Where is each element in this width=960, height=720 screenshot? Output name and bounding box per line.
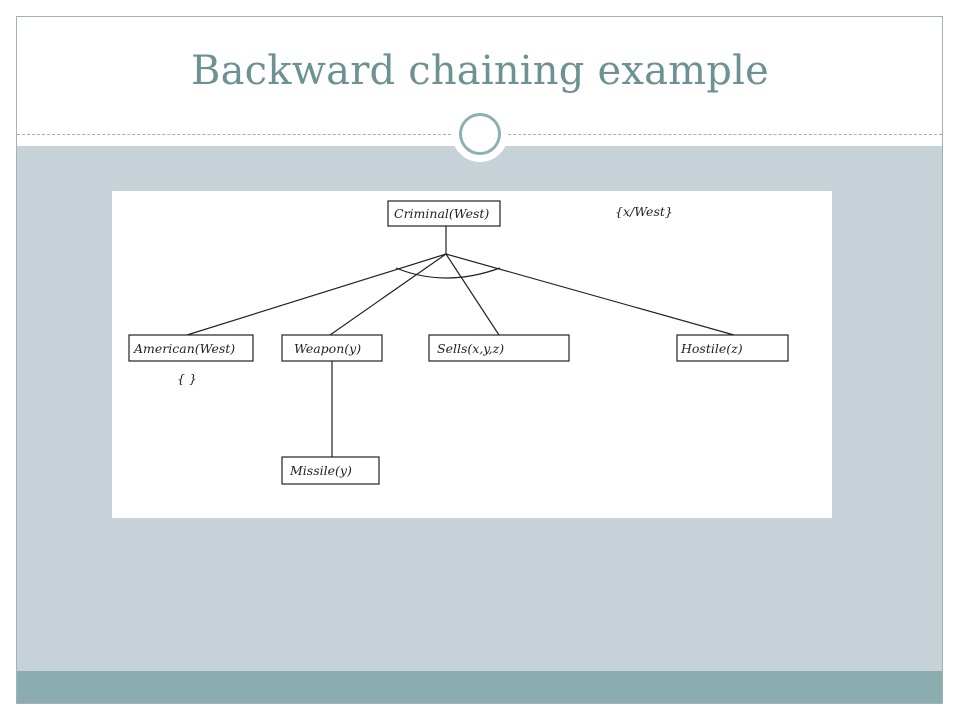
substitution-american: { } <box>177 371 197 386</box>
edge-root-sells <box>445 253 500 336</box>
edge-root-weapon <box>329 253 447 336</box>
circle-badge-icon <box>452 106 508 162</box>
node-label-hostile: Hostile(z) <box>680 341 743 356</box>
edge-root-hostile <box>445 253 735 336</box>
node-label-american: American(West) <box>133 341 235 356</box>
slide-title: Backward chaining example <box>191 48 769 94</box>
node-box-sells <box>428 334 570 362</box>
node-box-root <box>387 200 501 227</box>
node-box-hostile <box>676 334 789 362</box>
node-label-missile: Missile(y) <box>289 463 352 478</box>
substitution-root: {x/West} <box>615 204 673 219</box>
footer-band <box>17 671 942 703</box>
node-box-missile <box>281 456 380 485</box>
node-label-root: Criminal(West) <box>394 206 489 221</box>
node-label-sells: Sells(x,y,z) <box>437 341 504 356</box>
node-label-weapon: Weapon(y) <box>294 341 361 356</box>
node-box-american <box>128 334 254 362</box>
backward-chaining-tree: Criminal(West) {x/West} American(West) {… <box>128 200 789 485</box>
diagram-figure: Criminal(West) {x/West} American(West) {… <box>112 191 832 518</box>
edge-root-american <box>186 253 447 336</box>
conjunction-arc <box>395 267 501 279</box>
node-box-weapon <box>281 334 383 362</box>
